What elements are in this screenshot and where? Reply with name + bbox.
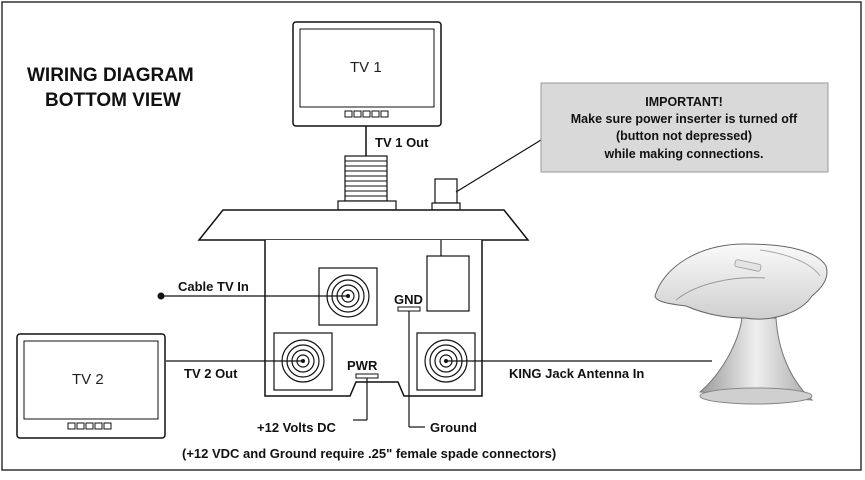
diagram-frame (1, 1, 862, 471)
power-button (431, 178, 461, 211)
tv1-monitor (292, 21, 442, 127)
footnote: (+12 VDC and Ground require .25" female … (182, 446, 556, 461)
tv2-label: TV 2 (72, 371, 104, 388)
tv1-out-label: TV 1 Out (375, 135, 429, 150)
title-line-2: BOTTOM VIEW (45, 90, 181, 111)
tv1-label: TV 1 (350, 59, 382, 76)
important-line-3: while making connections. (603, 147, 763, 161)
important-line-2: (button not depressed) (616, 129, 752, 143)
cable-tv-in-label: Cable TV In (178, 279, 249, 294)
pwr-label: PWR (347, 358, 378, 373)
tv2-buttons (67, 422, 112, 430)
pwr-tab (355, 373, 379, 379)
switch-housing (426, 255, 470, 312)
important-heading: IMPORTANT! (645, 95, 723, 109)
gnd-tab (397, 306, 421, 312)
important-note-box (540, 82, 829, 173)
tv2-out-label: TV 2 Out (184, 366, 238, 381)
king-jack-label: KING Jack Antenna In (509, 366, 644, 381)
plus12-label: +12 Volts DC (257, 420, 336, 435)
gnd-label: GND (394, 292, 423, 307)
king-jack-antenna-image (654, 243, 828, 405)
ground-label: Ground (430, 420, 477, 435)
tv1-threaded-connector (337, 155, 397, 211)
important-line-1: Make sure power inserter is turned off (571, 112, 798, 126)
title-line-1: WIRING DIAGRAM (27, 65, 194, 86)
tv1-buttons (344, 110, 389, 118)
base-plate (197, 209, 530, 241)
tv2-monitor (16, 333, 166, 439)
note-leader-line (455, 139, 542, 193)
